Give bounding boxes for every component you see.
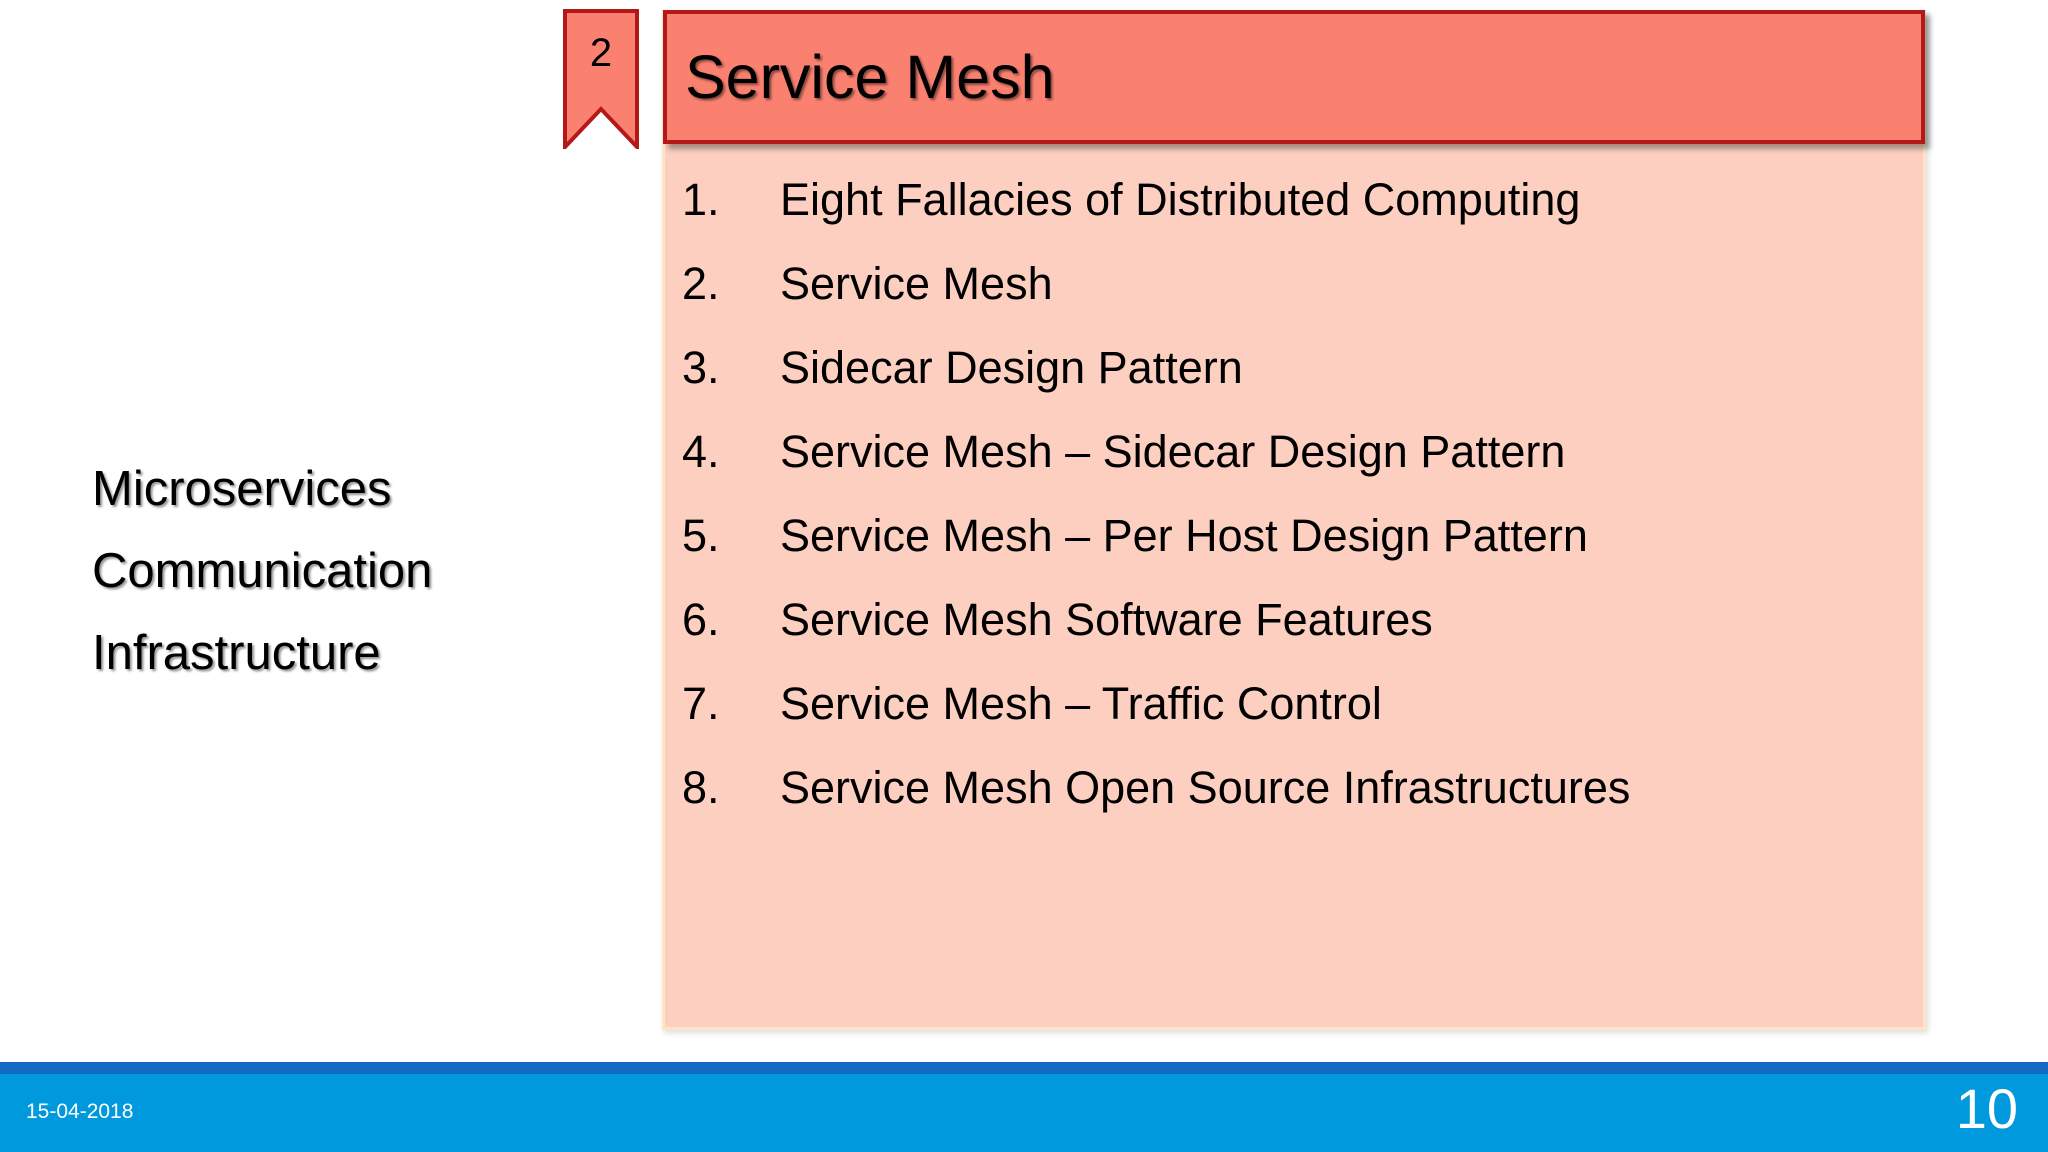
footer-accent-stripe	[0, 1062, 2048, 1074]
list-item[interactable]: 1. Eight Fallacies of Distributed Comput…	[682, 170, 1912, 254]
list-item-number: 4.	[682, 426, 720, 477]
list-item-number: 8.	[682, 762, 720, 813]
list-item-label: Sidecar Design Pattern	[780, 342, 1243, 393]
list-item-label: Service Mesh	[780, 258, 1053, 309]
agenda-list: 1. Eight Fallacies of Distributed Comput…	[682, 170, 1912, 842]
content-panel	[662, 10, 1926, 1030]
header-bar: Service Mesh	[663, 10, 1925, 144]
list-item-number: 7.	[682, 678, 720, 729]
list-item-label: Service Mesh – Per Host Design Pattern	[780, 510, 1588, 561]
footer-page-number: 10	[1955, 1077, 2018, 1140]
list-item[interactable]: 2. Service Mesh	[682, 254, 1912, 338]
section-number-ribbon: 2	[563, 9, 639, 149]
list-item-label: Service Mesh Open Source Infrastructures	[780, 762, 1631, 813]
list-item-label: Eight Fallacies of Distributed Computing	[780, 174, 1581, 225]
list-item[interactable]: 4. Service Mesh – Sidecar Design Pattern	[682, 422, 1912, 506]
list-item[interactable]: 7. Service Mesh – Traffic Control	[682, 674, 1912, 758]
list-item-number: 5.	[682, 510, 720, 561]
section-number-label: 2	[589, 31, 613, 75]
list-item-number: 3.	[682, 342, 720, 393]
list-item[interactable]: 3. Sidecar Design Pattern	[682, 338, 1912, 422]
list-item-number: 1.	[682, 174, 720, 225]
list-item-number: 2.	[682, 258, 720, 309]
list-item-number: 6.	[682, 594, 720, 645]
list-item[interactable]: 5. Service Mesh – Per Host Design Patter…	[682, 506, 1912, 590]
list-item-label: Service Mesh – Sidecar Design Pattern	[780, 426, 1566, 477]
slide-section-title: Microservices Communication Infrastructu…	[92, 462, 433, 680]
footer-date: 15-04-2018	[26, 1100, 134, 1123]
page-title: Service Mesh	[685, 43, 1055, 111]
bookmark-ribbon-icon	[563, 9, 639, 149]
footer-bar	[0, 1074, 2048, 1152]
list-item-label: Service Mesh – Traffic Control	[780, 678, 1382, 729]
list-item[interactable]: 8. Service Mesh Open Source Infrastructu…	[682, 758, 1912, 842]
list-item[interactable]: 6. Service Mesh Software Features	[682, 590, 1912, 674]
list-item-label: Service Mesh Software Features	[780, 594, 1433, 645]
